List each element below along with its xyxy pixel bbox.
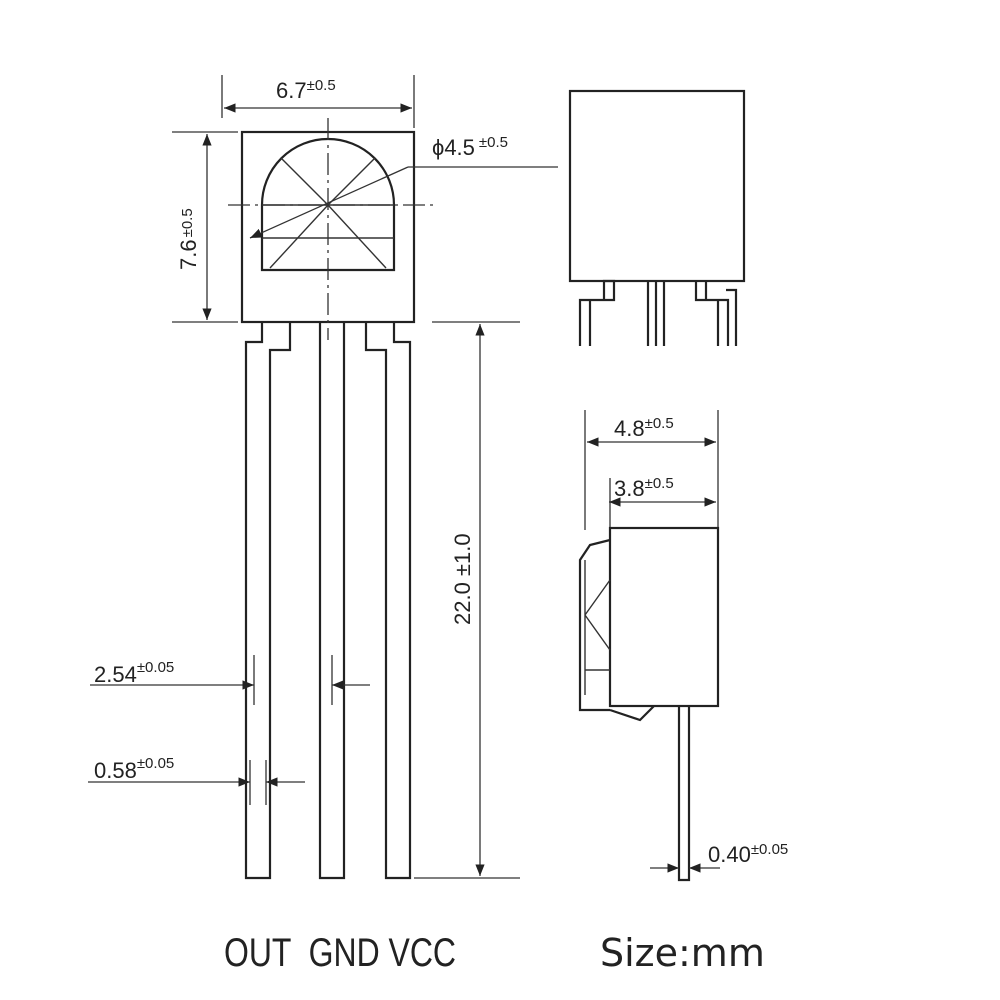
rear-body-outline bbox=[568, 89, 746, 283]
depth-body-label: 3.8±0.5 bbox=[614, 475, 674, 501]
rear-leads bbox=[578, 279, 738, 346]
pin-pitch-label: 2.54±0.05 bbox=[94, 659, 174, 687]
side-lead bbox=[677, 706, 691, 882]
body-width-label: 6.7±0.5 bbox=[276, 77, 336, 103]
pin-thickness-label: 0.40±0.05 bbox=[708, 841, 788, 867]
pin-width-label: 0.58±0.05 bbox=[94, 755, 174, 783]
lens-diameter-label: ϕ4.5±0.5 bbox=[432, 134, 508, 160]
front-view bbox=[88, 75, 558, 880]
units-label: Size:mm bbox=[600, 931, 765, 975]
lead-length-label: 22.0 ±1.0 bbox=[450, 533, 475, 625]
side-view bbox=[578, 410, 720, 882]
depth-total-label: 4.8±0.5 bbox=[614, 415, 674, 441]
body-height-label: 7.6±0.5 bbox=[176, 208, 201, 270]
side-lens-bulge bbox=[578, 538, 611, 712]
rear-view bbox=[568, 89, 746, 346]
pin-labels: OUT GND VCC bbox=[224, 931, 456, 975]
front-leads bbox=[244, 322, 412, 880]
diameter-leader bbox=[249, 166, 409, 239]
lens-dome bbox=[260, 137, 396, 272]
side-body-outline bbox=[608, 526, 720, 708]
